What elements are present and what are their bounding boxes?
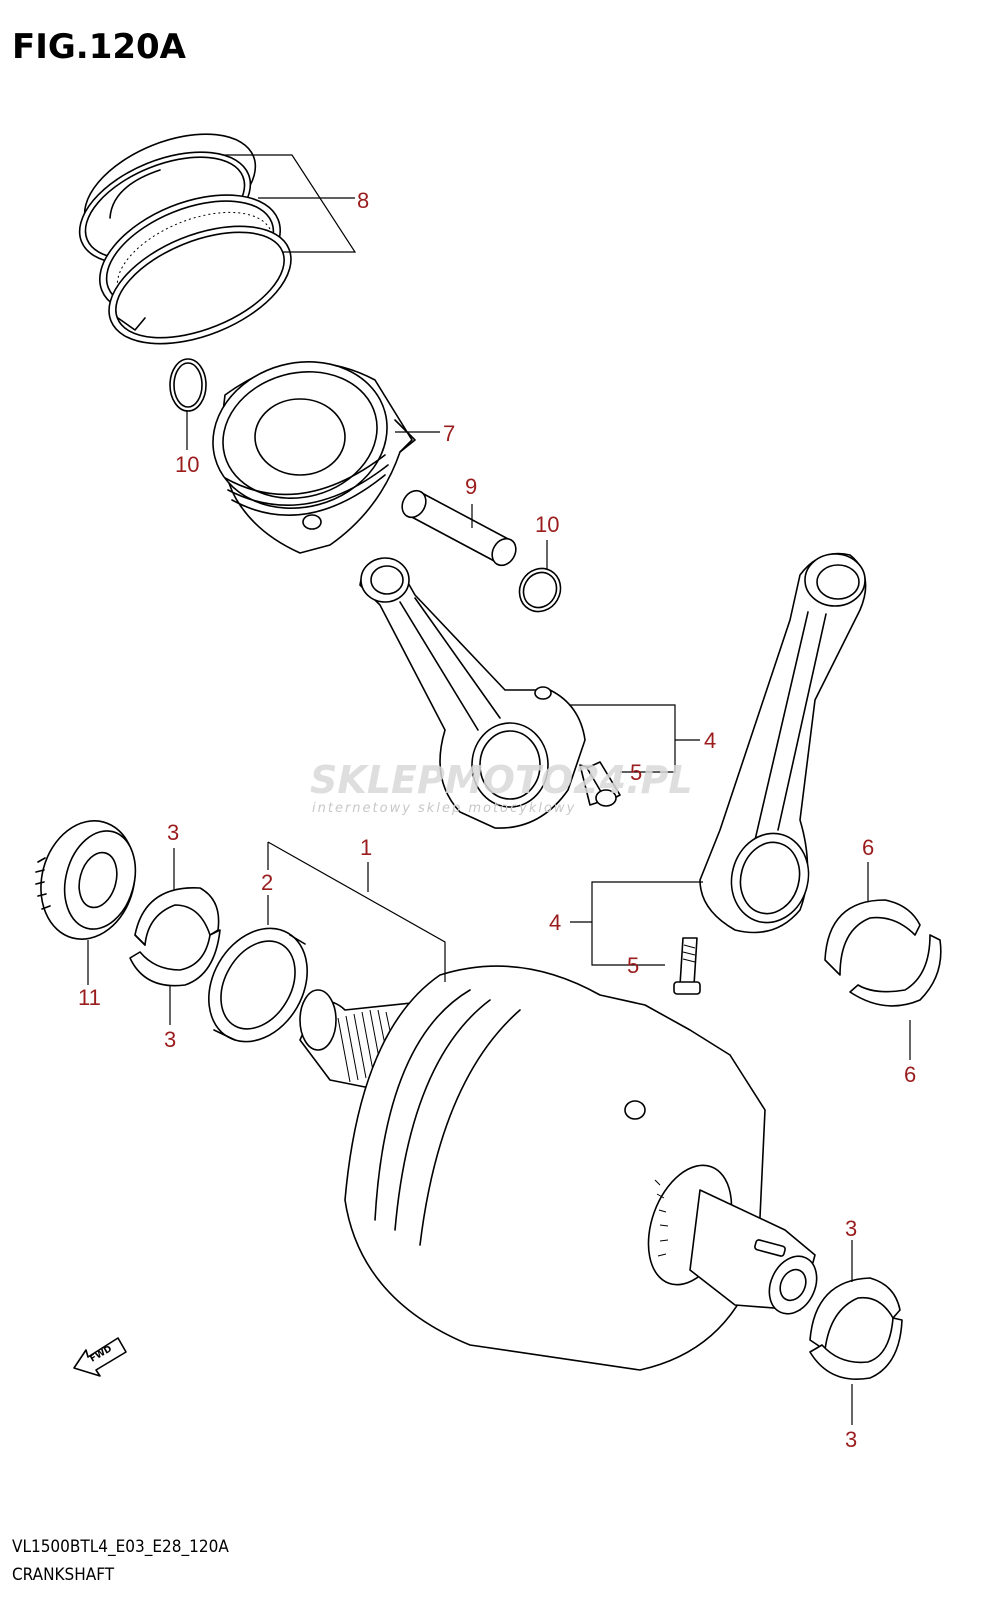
piston-pin (401, 489, 517, 567)
connecting-rod-front (359, 557, 606, 829)
oil-seal-gear (35, 820, 137, 940)
callout-10-left: 10 (175, 452, 199, 477)
callout-7: 7 (443, 421, 455, 446)
leader-lines (87, 154, 911, 1425)
callout-3-top-right: 3 (845, 1216, 857, 1241)
piston (212, 361, 416, 554)
callout-11: 11 (78, 985, 101, 1010)
callout-6-top: 6 (862, 835, 874, 860)
model-code: VL1500BTL4_E03_E28_120A (12, 1537, 229, 1557)
callout-8: 8 (357, 188, 369, 213)
conrod-bolt-front (586, 761, 621, 807)
section-name: CRANKSHAFT (12, 1565, 115, 1585)
callout-3-bottom-right: 3 (845, 1427, 857, 1452)
conrod-bearing-upper-right (824, 899, 921, 976)
callout-4-top: 4 (704, 728, 716, 753)
callout-4-bottom: 4 (549, 910, 561, 935)
crank-bearing-lower-left (129, 929, 221, 987)
fwd-arrow-icon: FWD (73, 1337, 127, 1377)
figure-title: FIG.120A (12, 27, 187, 67)
piston-pin-clip-left (169, 358, 207, 412)
callout-3-top-left: 3 (167, 820, 179, 845)
callout-6-bottom: 6 (904, 1062, 916, 1087)
connecting-rod-rear (699, 552, 867, 934)
crank-bearing-lower-right (809, 1317, 903, 1380)
watermark-tagline: internetowy sklep motocyklowy (312, 801, 576, 816)
crankshaft (299, 965, 818, 1371)
callout-2: 2 (261, 870, 273, 895)
conrod-bolt-rear (673, 937, 701, 995)
watermark-brand: SKLEPMOTO24.PL (310, 758, 693, 802)
piston-pin-clip-right (518, 567, 562, 613)
crank-bearing-upper-right (809, 1277, 901, 1351)
callout-9: 9 (465, 474, 477, 499)
callout-10-right: 10 (535, 512, 559, 537)
conrod-bearing-lower-right (849, 934, 942, 1007)
callout-5-top: 5 (630, 760, 642, 785)
callout-1: 1 (360, 835, 372, 860)
thrust-bearing (208, 927, 308, 1043)
watermark: SKLEPMOTO24.PL internetowy sklep motocyk… (310, 758, 693, 816)
piston-rings (78, 133, 292, 345)
crank-bearing-upper-left (134, 887, 220, 946)
callout-numbers: 8 7 10 9 10 4 5 1 3 2 6 4 5 11 3 6 3 3 (78, 188, 916, 1452)
callout-3-bottom-left: 3 (164, 1027, 176, 1052)
callout-5-bottom: 5 (627, 953, 639, 978)
